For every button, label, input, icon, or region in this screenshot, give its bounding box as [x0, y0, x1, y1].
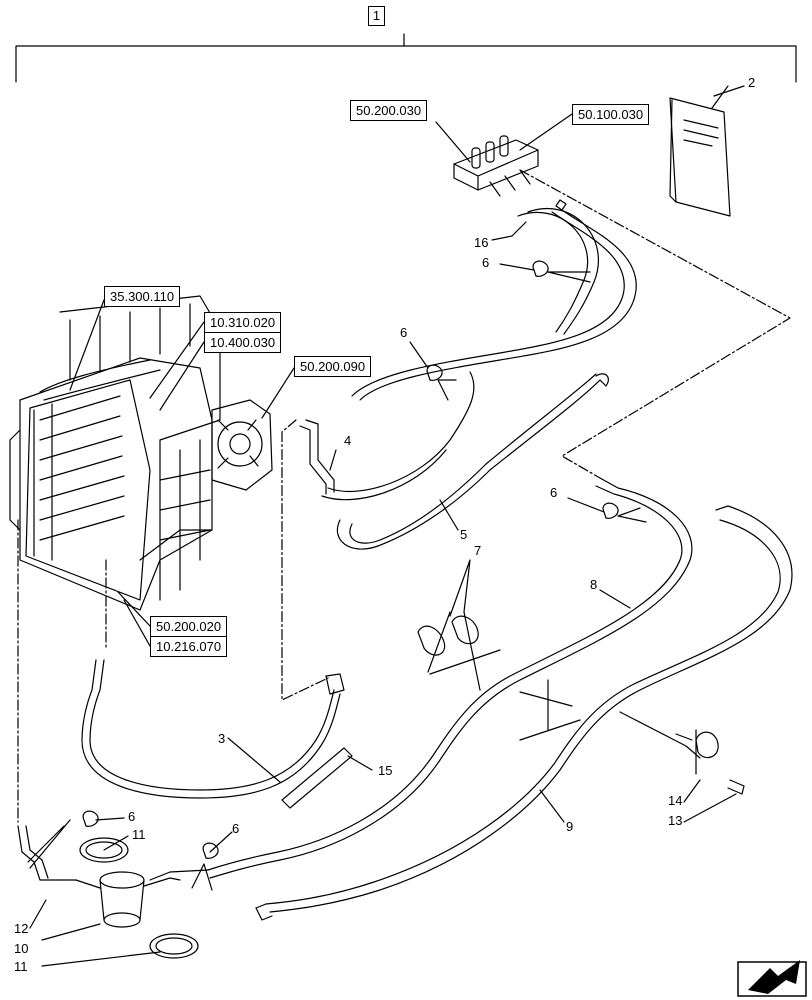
callout-12: 12	[14, 921, 29, 936]
callout-10: 10	[14, 941, 29, 956]
callout-6d: 6	[128, 809, 136, 824]
pipe-3	[89, 659, 335, 791]
callout-13: 13	[668, 813, 683, 828]
callout-9: 9	[566, 819, 574, 834]
clamp-11b	[149, 933, 199, 959]
pipe-15	[281, 747, 353, 809]
assembly-item-box: 1	[368, 6, 385, 26]
callout-6c: 6	[550, 485, 558, 500]
manual-booklet	[669, 97, 731, 217]
next-page-arrow-icon[interactable]	[737, 960, 807, 997]
ref-box-10-216-070[interactable]: 10.216.070	[150, 636, 228, 657]
callout-11b: 11	[14, 959, 28, 974]
ref-box-10-400-030[interactable]: 10.400.030	[204, 332, 282, 353]
callout-14: 14	[668, 793, 683, 808]
hose-9	[269, 505, 793, 913]
cooling-package	[9, 295, 221, 611]
callout-7: 7	[474, 543, 482, 558]
ref-box-50-200-030[interactable]: 50.200.030	[350, 100, 428, 121]
assembly-bracket	[15, 33, 797, 83]
callout-5: 5	[460, 527, 468, 542]
callout-2: 2	[748, 75, 756, 90]
hose-8	[209, 477, 693, 879]
callout-15: 15	[378, 763, 393, 778]
callout-11a: 11	[132, 827, 146, 842]
ref-box-50-200-020[interactable]: 50.200.020	[150, 616, 228, 637]
ref-box-10-310-020[interactable]: 10.310.020	[204, 312, 282, 333]
ref-box-50-100-030[interactable]: 50.100.030	[572, 104, 650, 125]
pipe-4	[305, 419, 335, 493]
pipe-12	[17, 825, 61, 881]
callout-4: 4	[344, 433, 352, 448]
pump-motor	[211, 399, 273, 491]
callout-8: 8	[590, 577, 598, 592]
pipe-16	[517, 211, 589, 333]
clamp-11a	[79, 837, 129, 863]
fittings-block	[453, 135, 539, 197]
callout-3: 3	[218, 731, 226, 746]
callout-6b: 6	[400, 325, 408, 340]
callout-6e: 6	[232, 821, 240, 836]
hose-5	[336, 379, 601, 550]
filter-10	[59, 871, 181, 928]
callout-16: 16	[474, 235, 489, 250]
clip-6-symbols	[82, 260, 619, 859]
ref-box-50-200-090[interactable]: 50.200.090	[294, 356, 372, 377]
ref-box-35-300-110[interactable]: 35.300.110	[104, 286, 181, 307]
callout-6a: 6	[482, 255, 490, 270]
